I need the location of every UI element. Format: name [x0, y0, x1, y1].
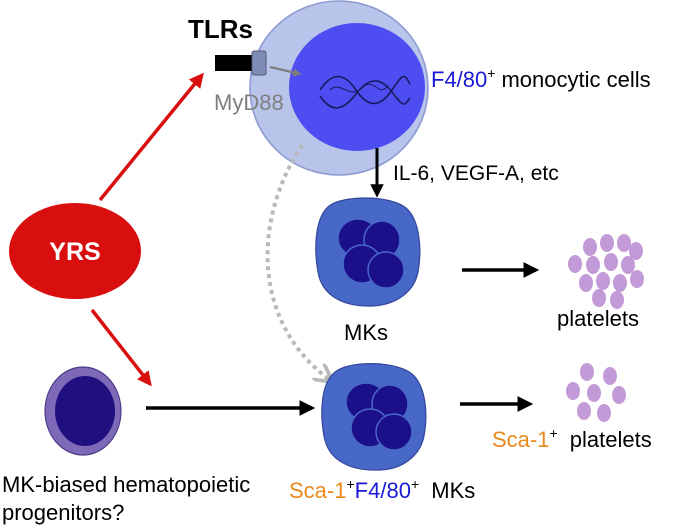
tlr-receptor-cap	[251, 50, 267, 76]
mk-bottom-marker-sup: +	[411, 476, 419, 492]
platelet	[568, 255, 582, 273]
platelet	[566, 382, 580, 400]
tlrs-label: TLRs	[188, 14, 253, 44]
platelet	[586, 256, 600, 274]
megakaryocyte-top	[315, 197, 421, 307]
monocyte-marker-sup: +	[487, 65, 495, 81]
platelet	[596, 272, 610, 290]
platelet	[621, 256, 635, 274]
progenitor-label-line1: MK-biased hematopoietic	[2, 472, 250, 497]
mk-top-nucleus-4	[367, 251, 405, 289]
platelets-bottom-cluster	[566, 363, 626, 422]
platelet	[579, 274, 593, 292]
progenitor-nucleus	[55, 376, 115, 446]
monocyte-description: monocytic cells	[501, 67, 650, 92]
platelets-bottom-sca-sup: +	[549, 425, 557, 441]
myd88-arrow	[269, 65, 302, 77]
mk-bottom-label: Sca-1+F4/80+ MKs	[289, 476, 475, 503]
mk-bottom-nucleus-4	[375, 413, 413, 451]
mk-bottom-sca-sup: +	[346, 476, 354, 492]
platelets-top-label: platelets	[557, 306, 639, 331]
mk-bottom-marker: F4/80	[355, 478, 411, 503]
tlr-receptor-bar	[215, 55, 255, 71]
platelets-top-cluster	[568, 234, 644, 309]
platelet	[600, 234, 614, 252]
progenitor-label-line2: progenitors?	[2, 500, 124, 525]
myd88-label: MyD88	[214, 90, 284, 115]
yrs-to-tlr-arrow	[98, 72, 204, 202]
platelet	[629, 242, 643, 260]
cytokine-label: IL-6, VEGF-A, etc	[393, 162, 559, 185]
yrs-node	[9, 203, 141, 299]
platelet	[597, 404, 611, 422]
platelet	[604, 253, 618, 271]
platelet	[577, 402, 591, 420]
platelet	[612, 386, 626, 404]
dna-helix-icon	[319, 75, 411, 109]
platelet	[583, 238, 597, 256]
mk-top-label: MKs	[344, 320, 388, 345]
monocyte-nucleus	[289, 23, 425, 151]
platelet	[580, 363, 594, 381]
megakaryocyte-bottom	[321, 363, 427, 471]
platelets-bottom-sca: Sca-1	[492, 427, 549, 452]
monocyte-label: F4/80+ monocytic cells	[431, 65, 651, 92]
mk-bottom-sca: Sca-1	[289, 478, 346, 503]
platelet	[630, 270, 644, 288]
progenitor-cell	[44, 366, 122, 456]
platelet	[587, 384, 601, 402]
yrs-label: YRS	[49, 238, 100, 266]
platelets-bottom-suffix: platelets	[564, 427, 652, 452]
yrs-to-progenitor-arrow	[90, 308, 152, 387]
platelet	[592, 289, 606, 307]
platelet	[603, 367, 617, 385]
platelets-bottom-label: Sca-1+ platelets	[492, 425, 652, 452]
differentiation-dotted-arrow	[265, 143, 330, 380]
mk-bottom-suffix: MKs	[425, 478, 475, 503]
monocyte-marker: F4/80	[431, 67, 487, 92]
platelet	[617, 234, 631, 252]
platelet	[613, 274, 627, 292]
monocytic-cell	[249, 0, 429, 176]
platelet	[610, 291, 624, 309]
